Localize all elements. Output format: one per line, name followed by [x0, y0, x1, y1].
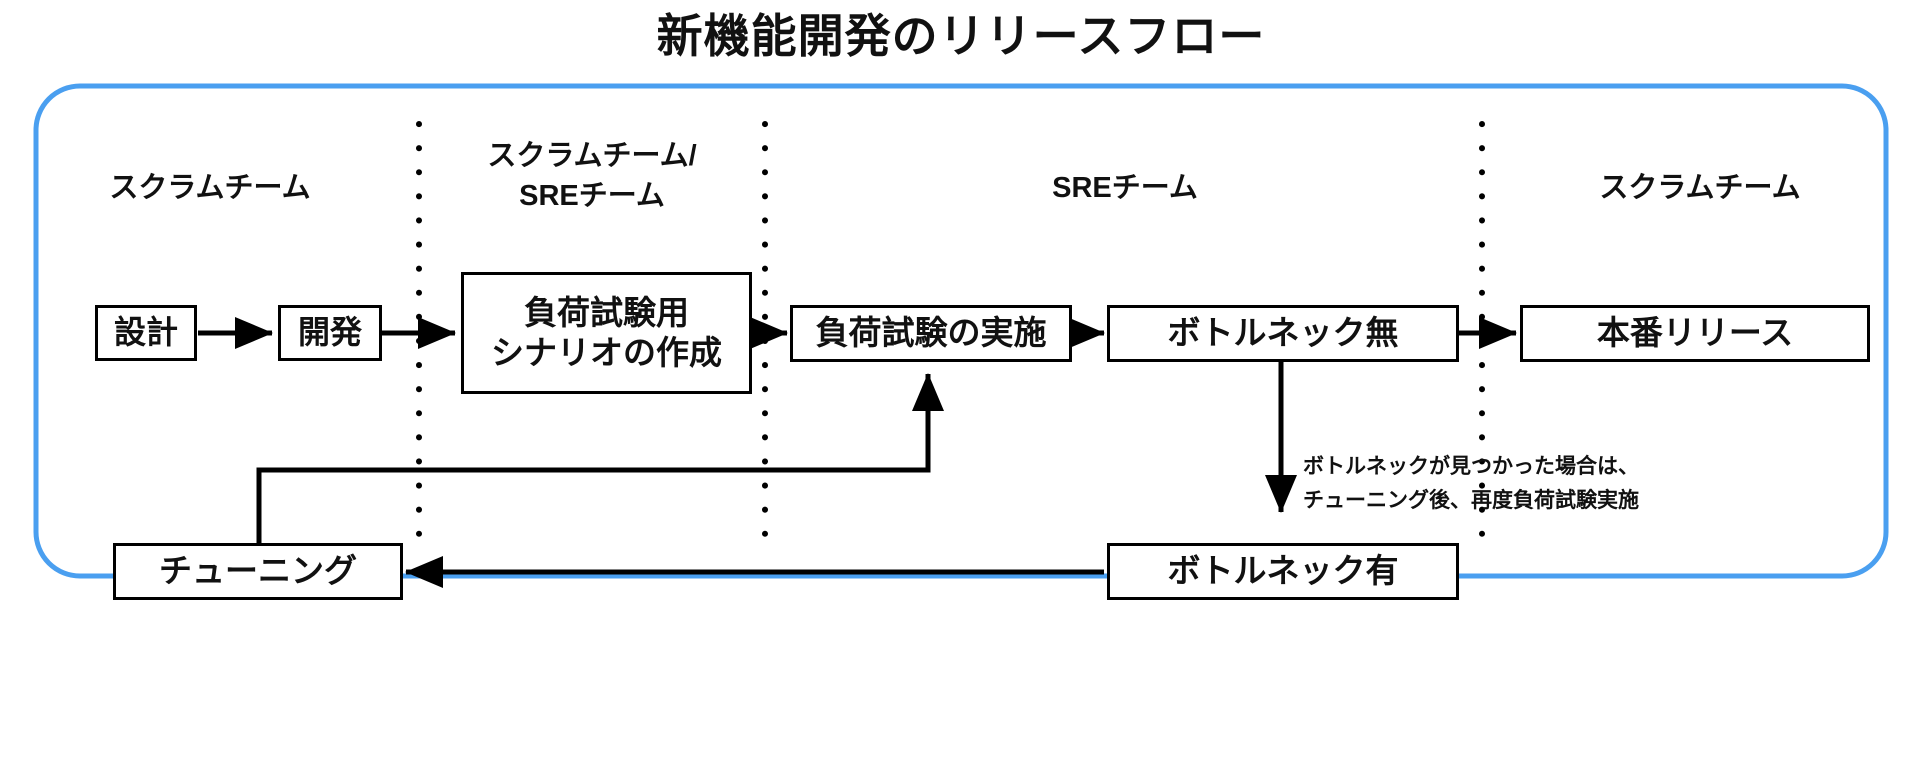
connector-tuning-to-load-test: [256, 373, 944, 544]
lane-label-scrum-sre: スクラムチーム/ SREチーム: [487, 140, 697, 212]
node-create-load-test-scenario[interactable]: 負荷試験用 シナリオの作成: [461, 272, 752, 394]
lane-label-scrum-1: スクラムチーム: [109, 172, 311, 204]
lane-label-scrum-2: スクラムチーム: [1599, 172, 1801, 204]
node-development[interactable]: 開発: [278, 305, 382, 361]
node-no-bottleneck[interactable]: ボトルネック無: [1107, 305, 1459, 362]
node-tuning[interactable]: チューニング: [113, 543, 403, 600]
node-run-load-test[interactable]: 負荷試験の実施: [790, 305, 1072, 362]
node-has-bottleneck[interactable]: ボトルネック有: [1107, 543, 1459, 600]
lane-label-sre: SREチーム: [1052, 172, 1198, 204]
page-title: 新機能開発のリリースフロー: [656, 10, 1266, 62]
node-production-release[interactable]: 本番リリース: [1520, 305, 1870, 362]
node-design[interactable]: 設計: [95, 305, 197, 361]
annotation-bottleneck-found: ボトルネックが見つかった場合は、 チューニング後、再度負荷試験実施: [1303, 455, 1639, 512]
